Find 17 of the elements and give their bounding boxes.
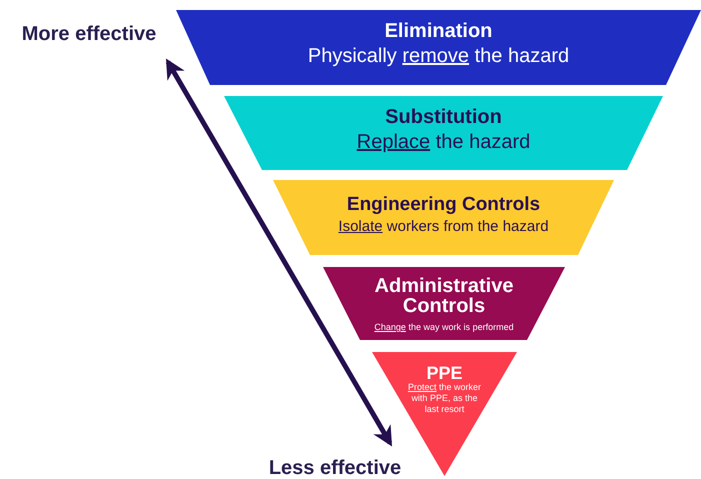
effectiveness-label: More effective [22,22,156,47]
level-title: PPE [426,364,463,382]
level-title: Substitution [385,105,502,129]
trapezoid-level [273,180,614,255]
level-title: Engineering Controls [346,193,540,217]
effectiveness-label: Less effective [268,456,402,479]
level-title: Elimination [384,19,492,43]
description-text: Physically remove the hazard [308,44,570,69]
description-text: Isolate workers from the hazard [338,217,549,237]
description-text: Protect the worker with PPE, as the last resort [406,382,482,415]
trapezoid-level [323,267,565,340]
trapezoid-level [176,10,701,85]
double-arrow [166,58,392,446]
description-text: Replace the hazard [356,130,530,155]
trapezoid-level [224,96,663,170]
description-text: Change the way work is performed [374,321,514,334]
level-title: Administrative Controls [374,276,514,316]
